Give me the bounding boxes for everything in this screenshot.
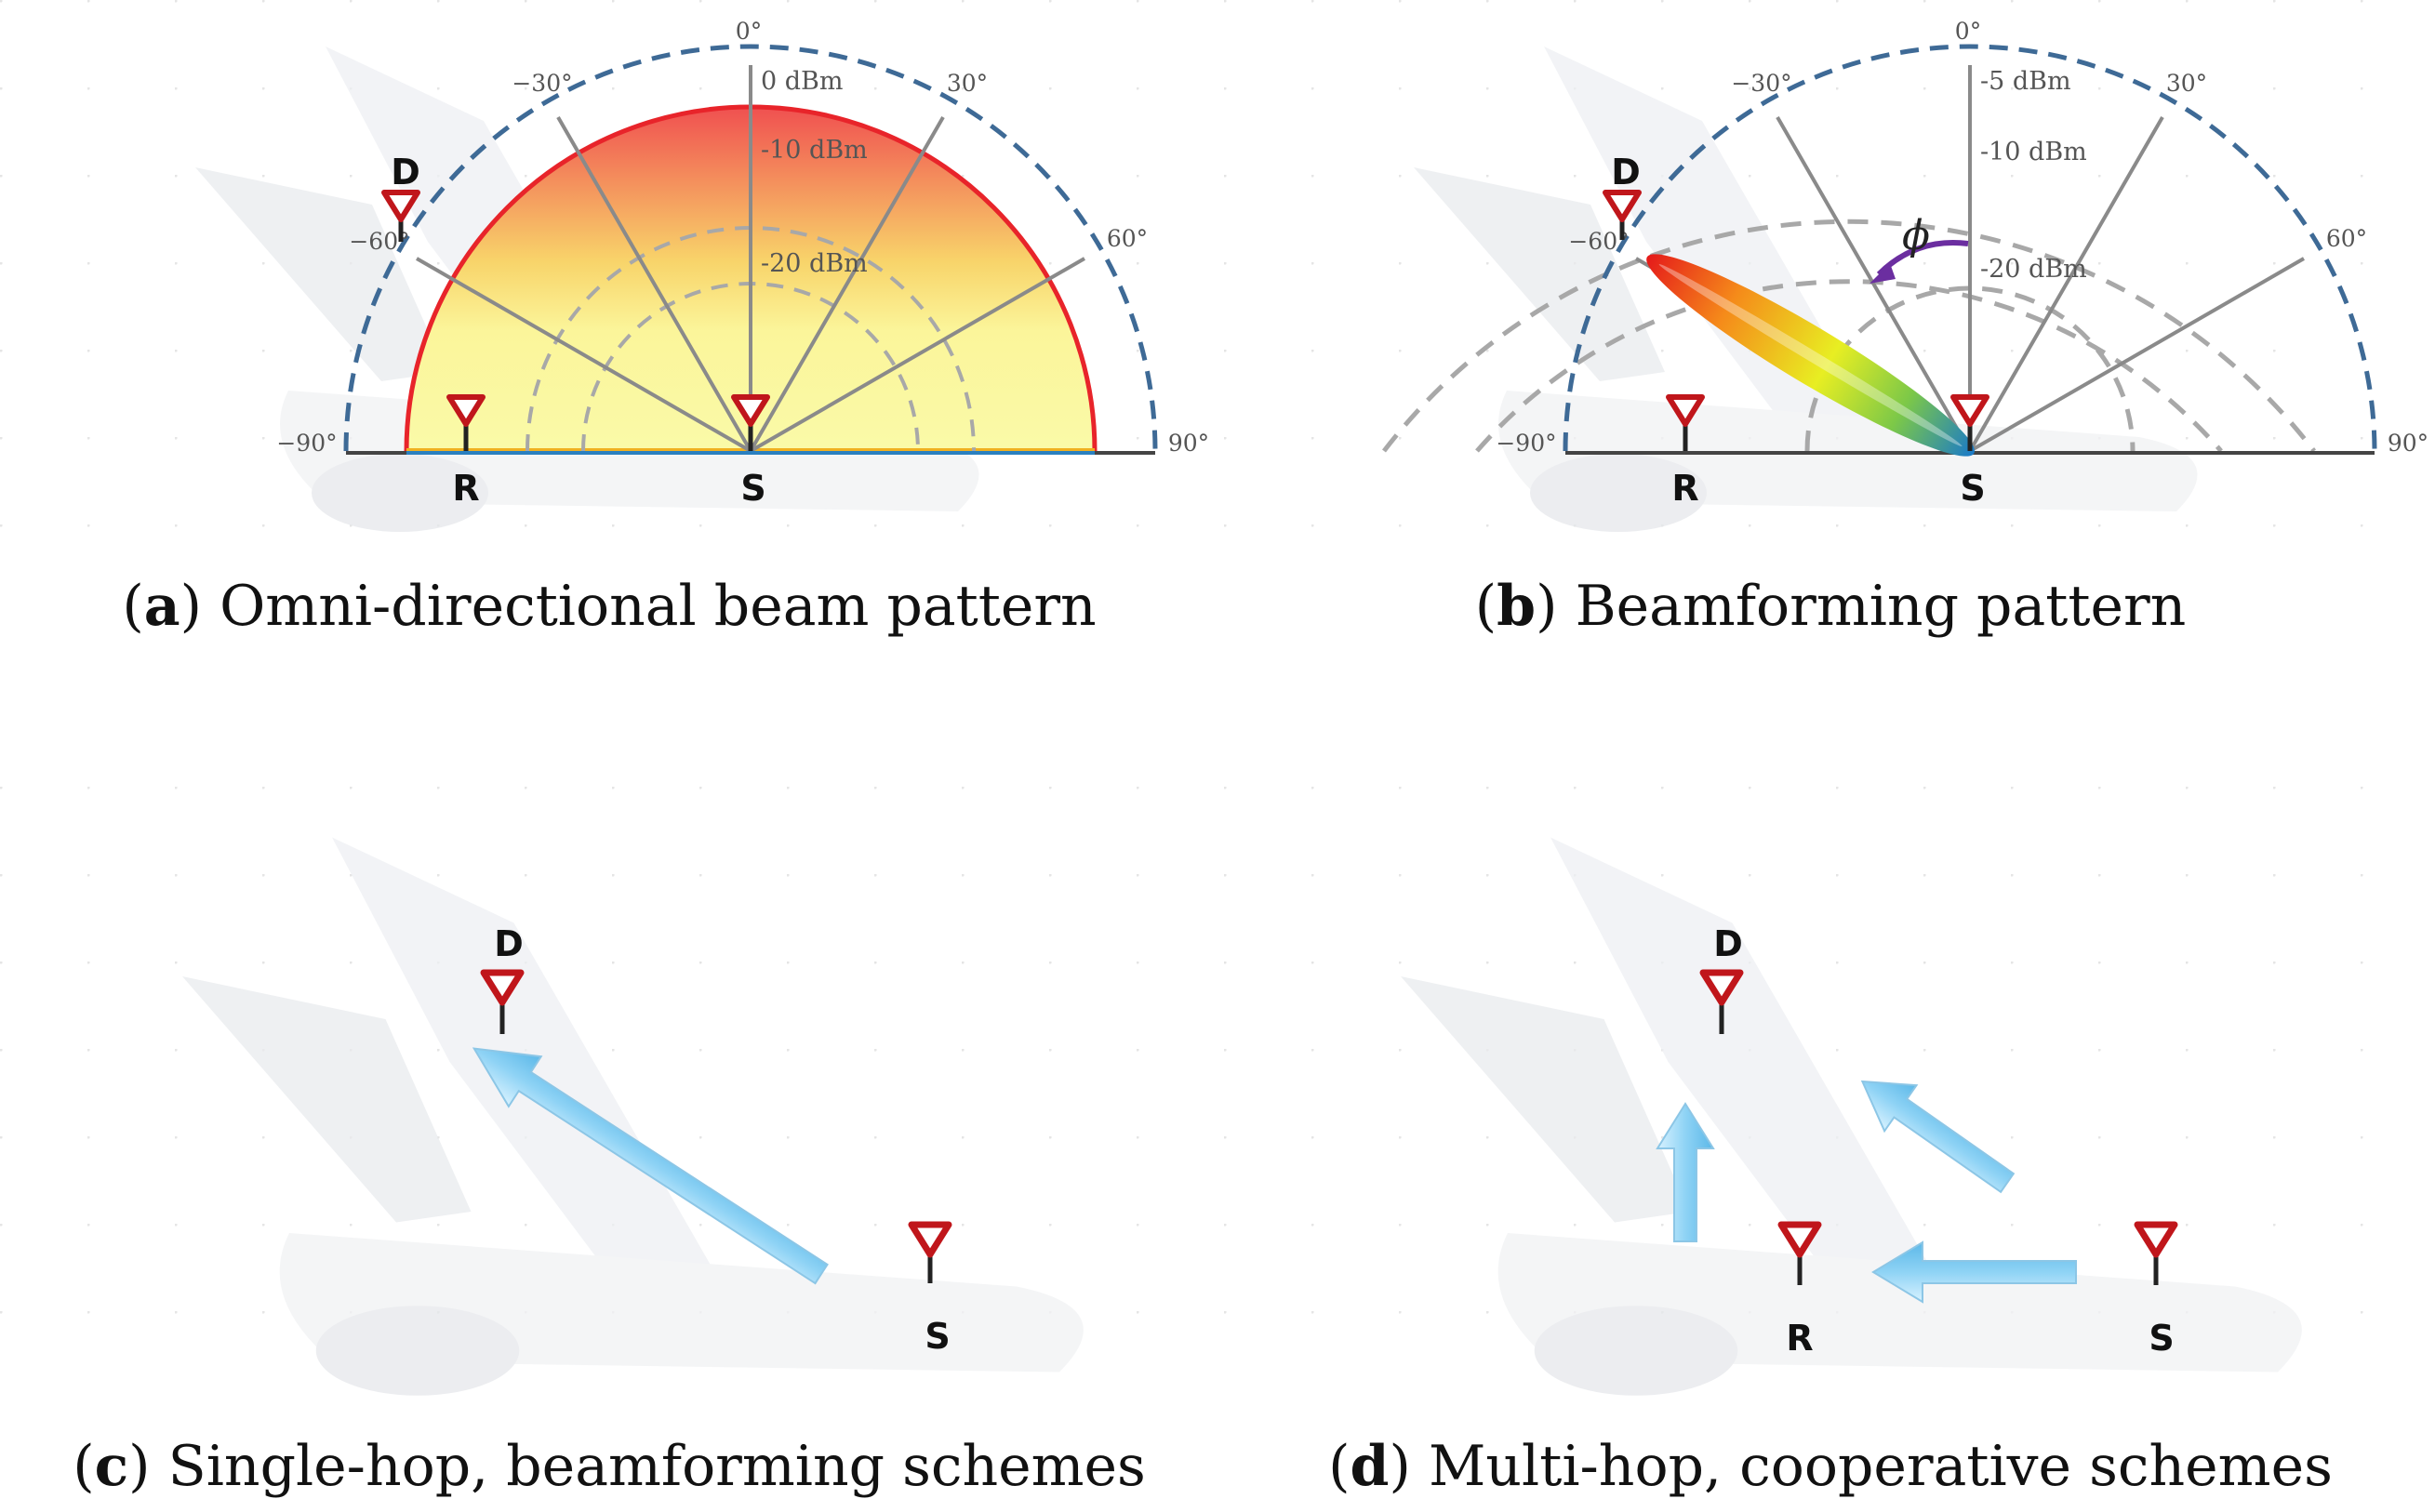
caption-b-letter: b: [1497, 574, 1536, 639]
node-label-d-b: D: [1611, 152, 1641, 192]
spoke-30-b: [1968, 116, 2164, 452]
angle-label-60: 60°: [1107, 225, 1148, 252]
caption-b: (b) Beamforming pattern: [1475, 574, 2187, 639]
caption-a-text: Omni-directional beam pattern: [220, 574, 1097, 639]
spoke-60: [750, 257, 1085, 453]
antenna-d-c: [480, 969, 525, 1034]
power-label-20dbm-b: -20 dBm: [1980, 255, 2087, 284]
node-label-d-a: D: [391, 152, 420, 192]
ring-5dbm: [1382, 219, 2316, 453]
panel-d: D R S: [1656, 923, 2178, 1359]
node-label-d-c: D: [494, 923, 524, 964]
angle-label-90: 90°: [1168, 430, 1209, 457]
spoke-m60: [416, 257, 752, 453]
spoke-m30: [556, 116, 752, 452]
outer-dashed-arc-b: [1563, 44, 2377, 452]
spoke-60-b: [1969, 257, 2305, 453]
power-label-0dbm: 0 dBm: [761, 67, 844, 96]
node-label-s-a: S: [740, 468, 765, 509]
node-label-s-d: S: [2149, 1318, 2174, 1359]
node-label-r-d: R: [1786, 1318, 1813, 1359]
power-label-10dbm-b: -10 dBm: [1980, 138, 2087, 166]
caption-c-letter: c: [95, 1434, 129, 1499]
angle-label-60-b: 60°: [2326, 225, 2367, 252]
antenna-r-a: [446, 394, 486, 451]
node-label-s-c: S: [925, 1316, 950, 1357]
caption-a: (a) Omni-directional beam pattern: [122, 574, 1096, 639]
antenna-r-d: [1777, 1221, 1822, 1285]
caption-a-letter: a: [144, 574, 180, 639]
steer-symbol: ϕ: [1902, 212, 1930, 259]
angle-spokes-a: [416, 65, 1085, 453]
angle-label-90-b: 90°: [2388, 430, 2428, 457]
panel-b: ϕ 0° −30° 30° −60° 60° −90° 90° -5 dBm -…: [1382, 18, 2428, 509]
caption-d-text: Multi-hop, cooperative schemes: [1429, 1434, 2333, 1499]
antenna-r-b: [1666, 394, 1705, 451]
caption-c: (c) Single-hop, beamforming schemes: [73, 1434, 1146, 1499]
node-label-s-b: S: [1960, 468, 1985, 509]
arrow-s-to-r: [1871, 1240, 2077, 1304]
antenna-d-a: [381, 190, 420, 242]
caption-d: (d) Multi-hop, cooperative schemes: [1328, 1434, 2333, 1499]
spoke-m30-b: [1776, 116, 1972, 452]
antenna-s-b: [1950, 394, 1989, 451]
spoke-30: [749, 116, 945, 452]
antenna-d-d: [1699, 969, 1744, 1034]
antenna-s-c: [908, 1221, 952, 1283]
angle-label-m60-b: −60°: [1568, 228, 1629, 255]
angle-label-30: 30°: [947, 70, 988, 97]
antenna-d-b: [1603, 190, 1642, 240]
angle-label-m90: −90°: [276, 430, 337, 457]
beam-lobe: [1646, 254, 1975, 457]
outer-dashed-arc-a: [343, 44, 1158, 452]
ring-10dbm-b: [1475, 279, 2223, 453]
arrow-s-to-d-diagonal: [1860, 1080, 2016, 1194]
arrow-r-to-d: [1656, 1102, 1715, 1242]
panel-c: D S: [472, 923, 952, 1357]
power-label-5dbm: -5 dBm: [1980, 67, 2071, 96]
node-label-r-b: R: [1671, 468, 1698, 509]
caption-b-text: Beamforming pattern: [1576, 574, 2187, 639]
panel-a: 0° −30° 30° −60° 60° −90° 90° 0 dBm -10 …: [276, 18, 1209, 509]
angle-label-0-b: 0°: [1955, 18, 1981, 45]
power-label-20dbm: -20 dBm: [761, 249, 868, 278]
angle-label-m90-b: −90°: [1496, 430, 1556, 457]
antenna-s-d: [2134, 1221, 2178, 1285]
angle-label-0: 0°: [736, 18, 762, 45]
caption-c-text: Single-hop, beamforming schemes: [168, 1434, 1146, 1499]
arrow-s-to-d: [472, 1047, 829, 1285]
power-label-10dbm: -10 dBm: [761, 136, 868, 165]
angle-label-30-b: 30°: [2166, 70, 2207, 97]
angle-label-m30: −30°: [512, 70, 572, 97]
antenna-s-a: [731, 394, 770, 451]
node-label-d-d: D: [1713, 923, 1743, 964]
angle-label-m30-b: −30°: [1731, 70, 1791, 97]
caption-d-letter: d: [1351, 1434, 1390, 1499]
steer-arrowhead: [1869, 263, 1896, 284]
node-label-r-a: R: [452, 468, 479, 509]
